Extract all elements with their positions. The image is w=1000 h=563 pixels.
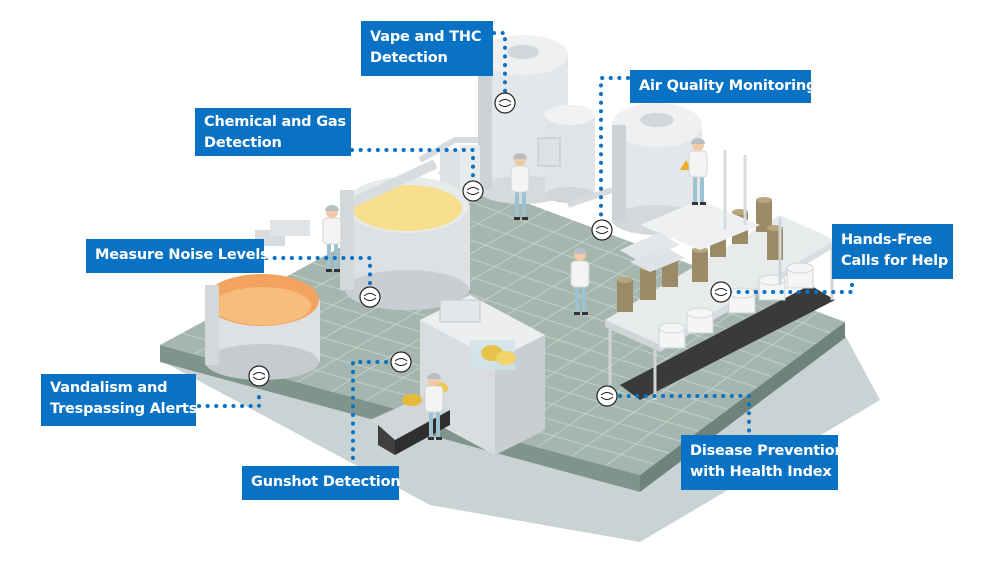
workers [322, 138, 708, 440]
callout-line: Calls for Help [841, 253, 949, 269]
callout-line: with Health Index [690, 464, 832, 480]
callout-vape-thc-detection[interactable]: Vape and THC Detection [361, 21, 493, 76]
callout-measure-noise-levels[interactable]: Measure Noise Levels [86, 239, 269, 273]
callout-line: Measure Noise Levels [95, 247, 269, 263]
sensor-icon[interactable] [248, 365, 270, 387]
callout-gunshot-detection[interactable]: Gunshot Detection [242, 466, 401, 500]
cheese-wheel-top [686, 307, 714, 319]
callout-disease-prevention[interactable]: Disease Prevention with Health Index [681, 435, 845, 490]
platform-stairs [620, 150, 760, 272]
connector-chemical [350, 148, 475, 187]
sensor-icon[interactable] [591, 219, 613, 241]
cheese-vat-orange [205, 220, 320, 380]
connector-noise [264, 256, 372, 292]
grid-line [605, 311, 819, 467]
worker-at-conveyor [424, 373, 444, 440]
connector-vandalism [197, 388, 261, 408]
callout-line: Air Quality Monitoring [639, 78, 817, 94]
callout-line: Disease Prevention [690, 443, 845, 459]
callout-air-quality-monitoring[interactable]: Air Quality Monitoring [630, 70, 817, 103]
callout-line: Vandalism and [50, 380, 168, 396]
connector-handsfree [728, 280, 854, 294]
callout-line: Chemical and Gas [204, 114, 346, 130]
cheese-wheel-top [658, 322, 686, 334]
worker-on-platform [688, 138, 708, 205]
floor-shadow [160, 335, 880, 542]
callout-line: Detection [370, 50, 448, 66]
callout-line: Vape and THC [370, 29, 482, 45]
connector-disease [618, 394, 751, 435]
sensors [248, 92, 732, 407]
sensor-icon[interactable] [359, 286, 381, 308]
cheese-mold [692, 250, 708, 282]
callout-vandalism-trespassing[interactable]: Vandalism and Trespassing Alerts [41, 374, 198, 426]
tank-small [537, 105, 595, 203]
callout-chemical-gas-detection[interactable]: Chemical and Gas Detection [195, 108, 351, 156]
packaging-machine [420, 295, 545, 455]
sensor-icon[interactable] [596, 385, 618, 407]
worker-at-vat [322, 205, 342, 272]
callout-line: Hands-Free [841, 232, 933, 248]
cheese-wheel-top [728, 287, 756, 299]
sensor-icon[interactable] [390, 351, 412, 373]
cheese-wheel-top [786, 262, 814, 274]
cheese-mold-top [617, 277, 633, 283]
sensor-icon[interactable] [494, 92, 516, 114]
cheese-mold [756, 200, 772, 232]
cheese-mold [640, 268, 656, 300]
callout-line: Trespassing Alerts [50, 401, 198, 417]
worker-carrying-bucket [510, 153, 530, 220]
connector-gunshot [351, 360, 392, 460]
connector-air [599, 76, 630, 224]
callout-line: Gunshot Detection [251, 474, 401, 490]
sensor-icon[interactable] [462, 180, 484, 202]
cheese-mold-top [756, 197, 772, 203]
connector-lines [197, 31, 854, 460]
callout-hands-free-calls[interactable]: Hands-Free Calls for Help [832, 224, 953, 279]
sensor-icon[interactable] [710, 281, 732, 303]
callout-line: Detection [204, 135, 282, 151]
worker-with-clipboard [570, 248, 590, 315]
cheese-mold [617, 280, 633, 312]
